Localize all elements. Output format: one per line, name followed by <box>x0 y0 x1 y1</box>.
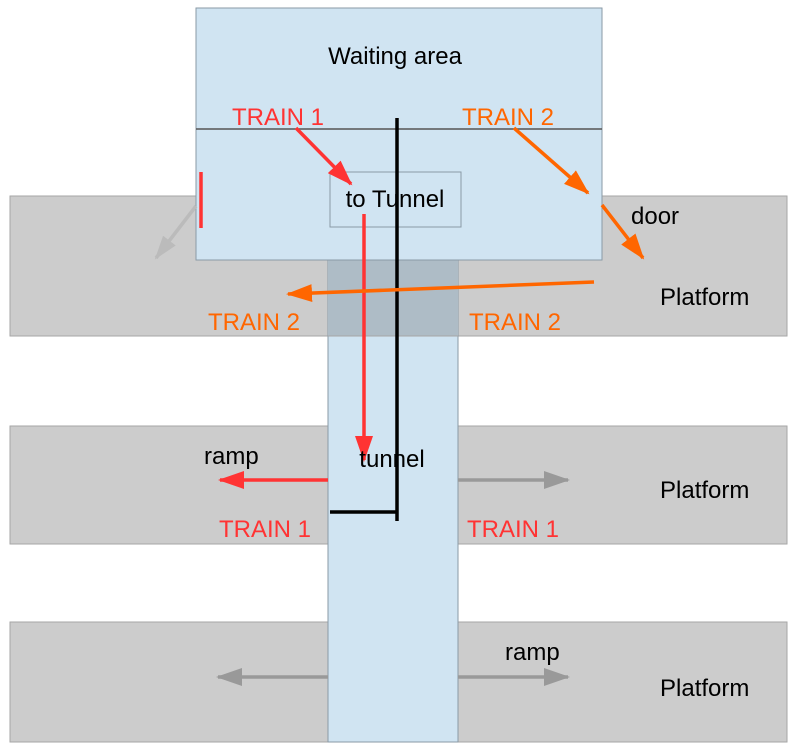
train1-arrow-to-tunnel <box>294 126 353 186</box>
tunnel-platform-overlap <box>328 260 458 336</box>
platform-label-2: Platform <box>660 477 749 504</box>
train1-label-platform2-right: TRAIN 1 <box>467 516 559 543</box>
wall-line <box>330 118 399 521</box>
train2-arrow-to-door <box>512 126 590 195</box>
train1-label-waiting: TRAIN 1 <box>232 104 324 131</box>
tunnel-label: tunnel <box>359 446 424 473</box>
train2-label-waiting: TRAIN 2 <box>462 104 554 131</box>
tunnel-area <box>327 259 459 743</box>
to-tunnel-label: to Tunnel <box>346 186 445 213</box>
door-label: door <box>631 203 679 230</box>
lightgray-arrow-left-exit <box>154 204 198 260</box>
ramp-label-platform3: ramp <box>505 639 560 666</box>
waiting-area-label: Waiting area <box>328 43 462 70</box>
platform-label-3: Platform <box>660 675 749 702</box>
train2-arrow-across-platform <box>286 280 595 303</box>
ramp-label-platform2: ramp <box>204 443 259 470</box>
platform-label-1: Platform <box>660 284 749 311</box>
train2-label-platform1-left: TRAIN 2 <box>208 309 300 336</box>
train2-arrow-through-door <box>600 203 645 260</box>
train1-label-platform2-left: TRAIN 1 <box>219 516 311 543</box>
train2-label-platform1-right: TRAIN 2 <box>469 309 561 336</box>
